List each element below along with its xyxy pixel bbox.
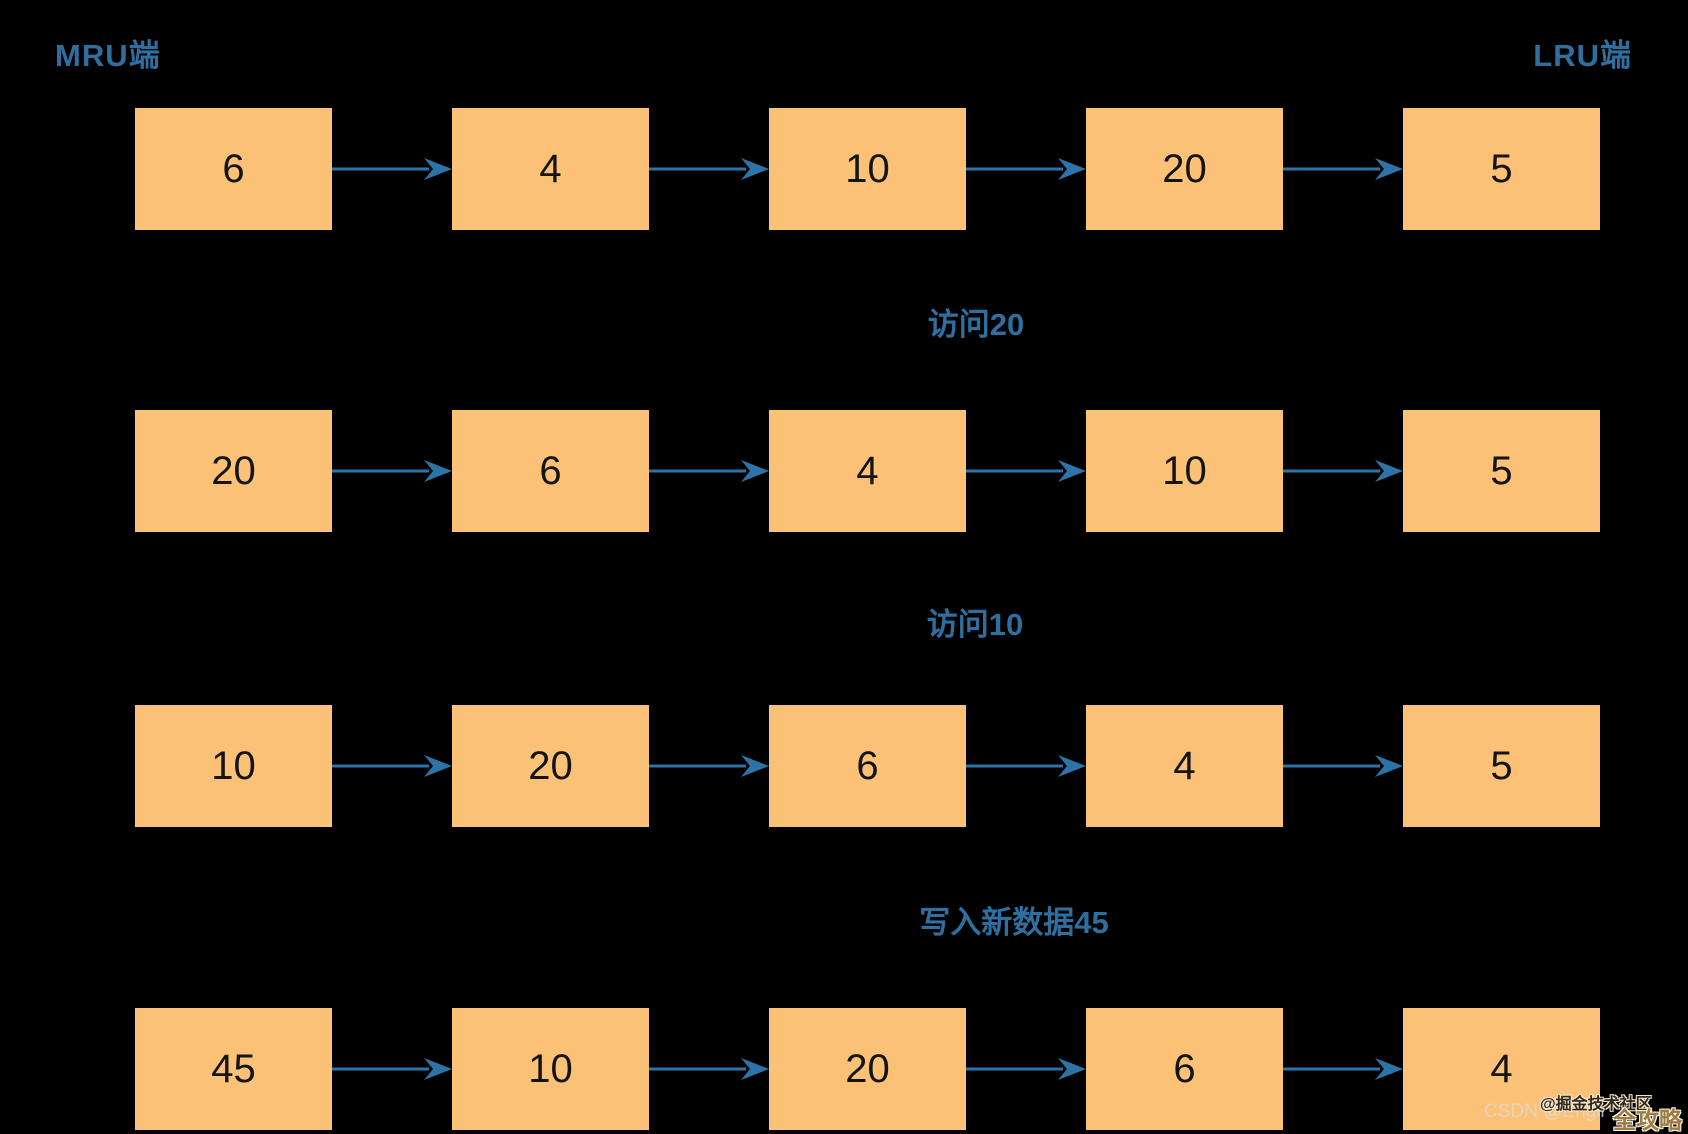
step-caption-access-20: 访问20 <box>927 307 1025 342</box>
next-pointer-arrow-icon <box>1283 158 1403 180</box>
next-pointer-arrow-icon <box>649 460 769 482</box>
next-pointer-arrow-icon <box>649 158 769 180</box>
list-node: 4 <box>1403 1008 1600 1130</box>
list-node: 6 <box>769 705 966 827</box>
juejin-community-watermark: @掘金技术社区 <box>1540 1096 1652 1113</box>
list-node: 10 <box>452 1008 649 1130</box>
lru-end-label: LRU端 <box>1533 38 1632 73</box>
step-caption-write-45: 写入新数据45 <box>919 905 1109 940</box>
step-caption-access-10: 访问10 <box>926 607 1024 642</box>
next-pointer-arrow-icon <box>332 460 452 482</box>
next-pointer-arrow-icon <box>649 1058 769 1080</box>
list-node: 6 <box>452 410 649 532</box>
next-pointer-arrow-icon <box>1283 460 1403 482</box>
next-pointer-arrow-icon <box>966 1058 1086 1080</box>
next-pointer-arrow-icon <box>332 755 452 777</box>
mru-end-label: MRU端 <box>55 38 161 73</box>
csdn-watermark: CSDN @Engli <box>1484 1101 1605 1122</box>
next-pointer-arrow-icon <box>332 1058 452 1080</box>
list-node: 4 <box>1086 705 1283 827</box>
next-pointer-arrow-icon <box>649 755 769 777</box>
next-pointer-arrow-icon <box>332 158 452 180</box>
next-pointer-arrow-icon <box>966 158 1086 180</box>
list-node: 20 <box>452 705 649 827</box>
list-node: 20 <box>769 1008 966 1130</box>
next-pointer-arrow-icon <box>1283 1058 1403 1080</box>
list-node: 6 <box>135 108 332 230</box>
list-node: 20 <box>135 410 332 532</box>
list-node: 4 <box>452 108 649 230</box>
quangonglue-watermark-badge: 全攻略 <box>1613 1107 1682 1133</box>
list-node: 6 <box>1086 1008 1283 1130</box>
list-node: 10 <box>769 108 966 230</box>
list-node: 5 <box>1403 705 1600 827</box>
list-node: 20 <box>1086 108 1283 230</box>
list-node: 5 <box>1403 410 1600 532</box>
list-node: 10 <box>135 705 332 827</box>
next-pointer-arrow-icon <box>966 460 1086 482</box>
list-node: 45 <box>135 1008 332 1130</box>
list-node: 5 <box>1403 108 1600 230</box>
list-node: 4 <box>769 410 966 532</box>
next-pointer-arrow-icon <box>1283 755 1403 777</box>
next-pointer-arrow-icon <box>966 755 1086 777</box>
list-node: 10 <box>1086 410 1283 532</box>
